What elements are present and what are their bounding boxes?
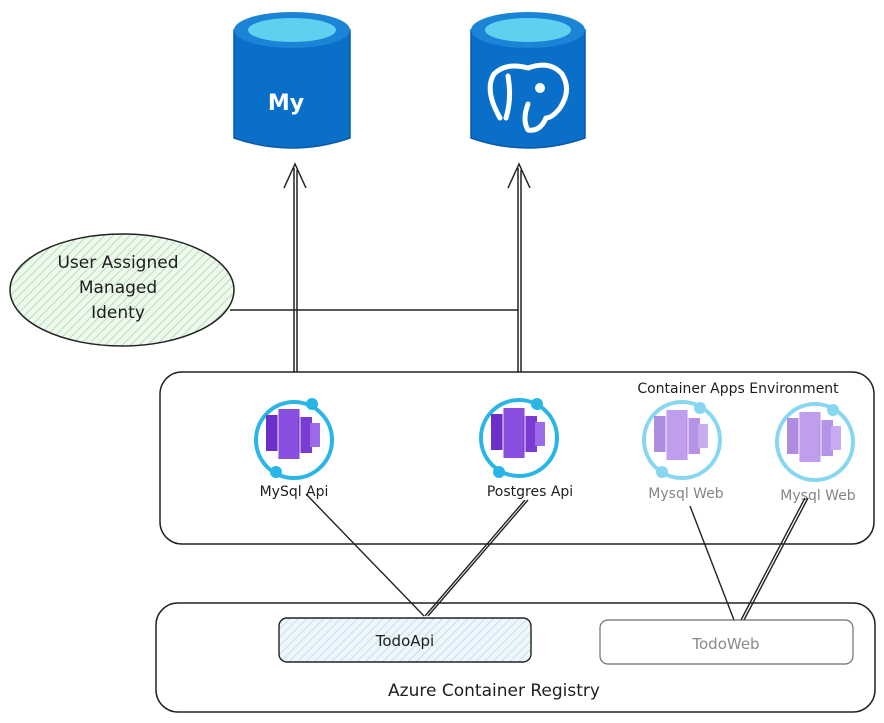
arrow-mysql-api-to-db <box>283 162 307 400</box>
app-mysql-web-1[interactable]: Mysql Web <box>642 400 724 502</box>
app-label: MySql Api <box>260 484 329 500</box>
identity-line-2: Managed <box>79 278 157 298</box>
image-todoapi[interactable]: TodoApi <box>278 617 532 663</box>
azure-container-registry: Azure Container Registry <box>155 602 876 713</box>
app-label: Mysql Web <box>648 486 724 502</box>
image-connectors <box>305 493 809 621</box>
identity-line-1: User Assigned <box>57 253 178 273</box>
app-label: Postgres Api <box>487 484 573 500</box>
registry-title: Azure Container Registry <box>388 681 600 701</box>
arrow-postgres-api-to-db <box>507 162 531 390</box>
elephant-icon <box>487 62 569 133</box>
identity-line-3: Identy <box>91 303 145 323</box>
mysql-database: My <box>233 12 351 149</box>
image-label: TodoApi <box>375 632 434 650</box>
user-assigned-identity: User Assigned Managed Identy <box>9 233 518 347</box>
app-mysql-web-2[interactable]: Mysql Web <box>775 402 856 504</box>
app-postgres-api[interactable]: Postgres Api <box>479 398 573 500</box>
app-mysql-api[interactable]: MySql Api <box>254 398 334 500</box>
image-todoweb[interactable]: TodoWeb <box>599 619 854 665</box>
image-label: TodoWeb <box>691 635 759 653</box>
environment-title: Container Apps Environment <box>637 381 839 397</box>
postgres-database <box>470 12 586 149</box>
app-label: Mysql Web <box>780 488 856 504</box>
mysql-db-label: My <box>268 91 304 116</box>
